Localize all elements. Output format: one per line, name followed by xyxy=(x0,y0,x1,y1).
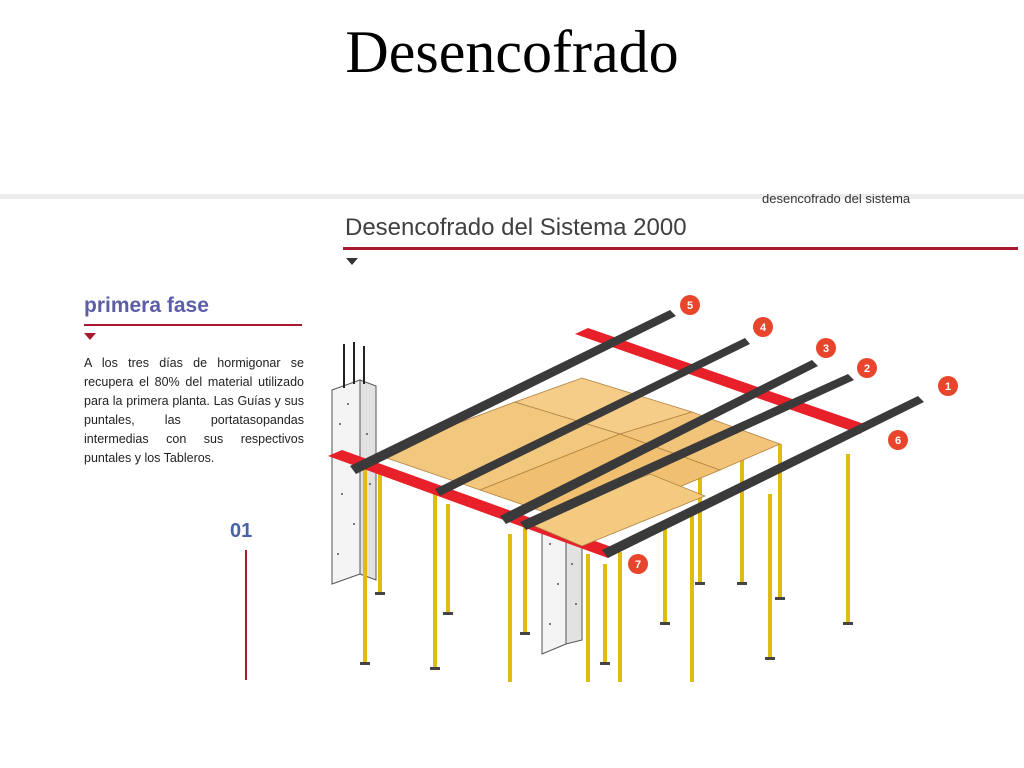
svg-text:5: 5 xyxy=(687,300,693,312)
document-image: desencofrado del sistema Desencofrado de… xyxy=(0,194,1024,682)
svg-text:3: 3 xyxy=(823,343,829,355)
svg-text:2: 2 xyxy=(864,363,870,375)
header-snippet: desencofrado del sistema xyxy=(762,194,911,206)
phase-description: A los tres días de hormigonar se recuper… xyxy=(84,356,304,465)
callout-5: 5 xyxy=(680,295,700,315)
svg-text:4: 4 xyxy=(760,322,767,334)
formwork-diagram: 1 2 3 4 5 6 7 xyxy=(328,295,958,682)
section-rule xyxy=(343,247,1018,250)
section-arrow-icon xyxy=(346,258,358,265)
top-strip xyxy=(0,194,1024,199)
slide-title: Desencofrado xyxy=(345,19,679,85)
callout-3: 3 xyxy=(816,338,836,358)
phase-title: primera fase xyxy=(84,294,209,317)
step-number: 01 xyxy=(230,520,253,542)
callout-1: 1 xyxy=(938,376,958,396)
phase-arrow-icon xyxy=(84,333,96,340)
callout-2: 2 xyxy=(857,358,877,378)
section-title: Desencofrado del Sistema 2000 xyxy=(345,214,687,241)
svg-text:7: 7 xyxy=(635,559,641,571)
step-line xyxy=(245,550,247,680)
guide-rails xyxy=(350,310,924,558)
svg-text:1: 1 xyxy=(945,381,951,393)
callout-7: 7 xyxy=(628,554,648,574)
prop-feet xyxy=(360,582,853,670)
svg-text:6: 6 xyxy=(895,435,901,447)
callout-4: 4 xyxy=(753,317,773,337)
phase-rule xyxy=(84,324,302,326)
callout-6: 6 xyxy=(888,430,908,450)
